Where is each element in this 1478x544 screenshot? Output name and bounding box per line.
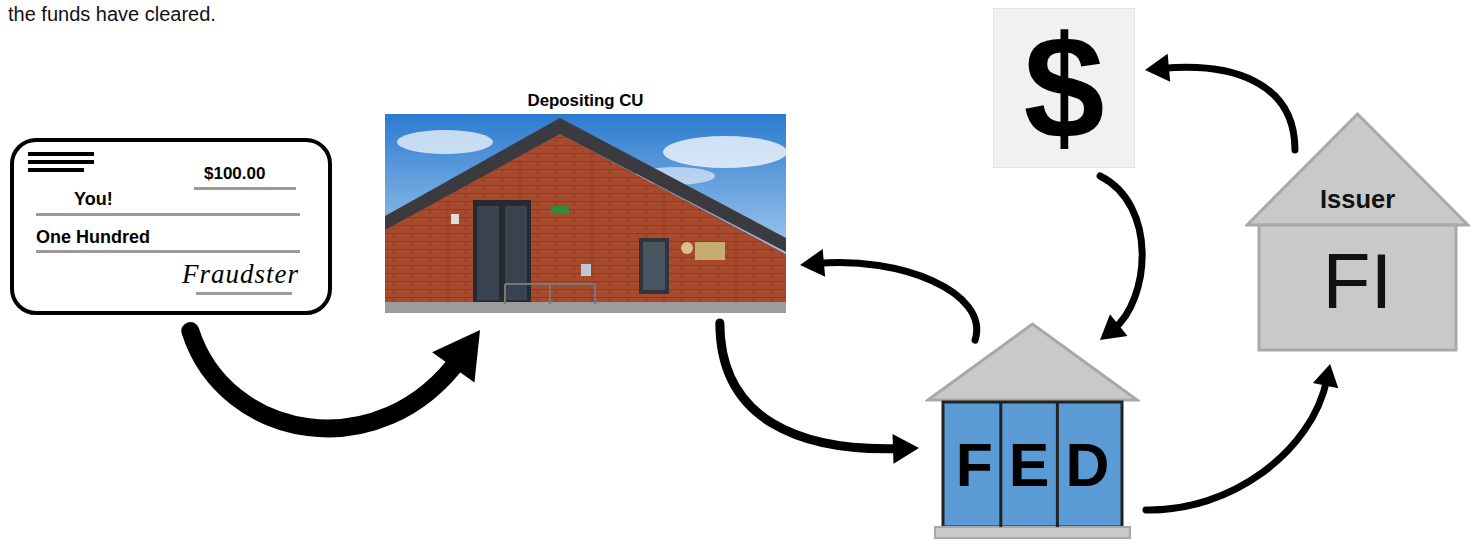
payee-name: You! [74,188,113,210]
arrow-shaft [190,331,461,428]
check-amount: $100.00 [204,163,265,185]
illustration-part [477,206,499,300]
arrow-head [432,330,480,383]
signature: Fraudster [182,258,299,290]
flow-arrow [1146,364,1338,510]
illustration-part [643,242,665,290]
flow-arrow [190,330,480,428]
illustration-part [639,238,669,294]
illustration-part [663,136,786,168]
arrow-shaft [817,263,977,341]
illustration-part [928,324,1137,400]
arrow-head [800,249,825,277]
arrow-shaft [1146,379,1327,510]
node-heading: Depositing CU [385,90,786,112]
arrow-shaft [1162,67,1295,150]
arrow-head [1100,314,1127,340]
arrow-head [893,434,919,464]
cut-off-note: the funds have cleared. [8,2,216,26]
illustration-part [451,214,459,224]
illustration-part [385,114,786,313]
fed-letters: FED [925,409,1140,521]
illustration-part [28,168,84,172]
illustration-part [397,130,493,154]
flow-arrow [1100,176,1142,340]
issuer-house: IssuerFI [1245,112,1470,352]
illustration-part [581,264,591,276]
illustration-part [385,118,786,252]
flow-arrow [1145,54,1295,150]
flow-arrow [800,249,977,340]
illustration-part [28,152,94,156]
credit-union-photo [385,114,786,313]
money-symbol-box: $ [993,8,1135,168]
house-heading: Issuer [1245,184,1470,214]
dollar-sign: $ [994,8,1134,168]
illustration-part [504,284,506,304]
arrow-shaft [720,323,901,449]
illustration-part [385,302,786,313]
arrow-shaft [1100,176,1142,330]
illustration-part [549,284,551,304]
illustration-part [681,242,693,254]
bank-check: $100.00You! One HundredFraudster [10,138,332,315]
illustration-part [594,284,596,304]
illustration-part [473,200,531,304]
depositing-credit-union: Depositing CU [385,90,786,313]
illustration-part [196,292,292,295]
illustration-part [194,187,296,190]
amount-words: One Hundred [36,226,150,248]
illustration-part [695,242,725,260]
arrow-head [1145,54,1170,82]
illustration-part [551,206,569,214]
illustration-part [36,213,300,216]
arrow-head [1313,364,1338,388]
illustration-part [505,206,527,300]
flow-arrow [720,323,919,464]
fed-house: FED [925,322,1140,540]
house-letters: FI [1245,236,1470,326]
illustration-part [935,527,1130,538]
illustration-part [36,250,300,253]
illustration-part [28,160,94,164]
